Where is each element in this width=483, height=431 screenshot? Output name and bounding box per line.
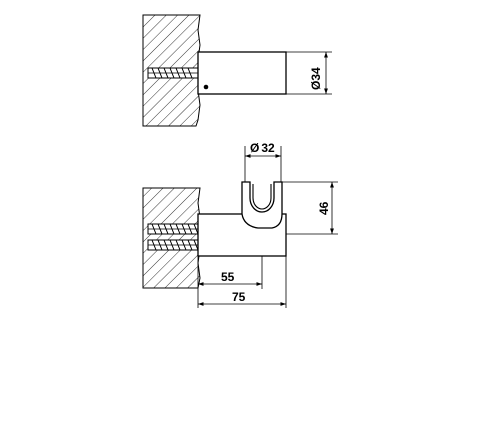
wall-anchor-lower <box>147 239 203 251</box>
dimension-projection-55: 55 <box>197 256 263 308</box>
holder-body-top <box>197 51 287 95</box>
svg-text:Ø32: Ø32 <box>250 141 275 155</box>
shower-hook-cradle <box>241 181 283 229</box>
set-screw-dot <box>203 84 209 90</box>
dimension-height-46: 46 <box>282 181 338 235</box>
svg-text:Ø34: Ø34 <box>309 67 323 90</box>
wall-anchor-top <box>147 67 199 79</box>
diameter-symbol: Ø <box>250 141 259 155</box>
top-view: Ø34 <box>142 14 332 127</box>
dimension-diameter-34: Ø34 <box>286 51 332 95</box>
diameter-symbol: Ø <box>309 81 323 90</box>
diameter-32-label: 32 <box>261 141 275 155</box>
wall-section-side <box>142 187 201 289</box>
height-46-label: 46 <box>317 201 331 215</box>
diameter-34-label: 34 <box>309 67 323 81</box>
dimension-overall-75: 75 <box>198 256 287 308</box>
projection-55-label: 55 <box>221 270 235 284</box>
overall-75-label: 75 <box>232 290 246 304</box>
wall-anchor-upper <box>147 223 203 235</box>
